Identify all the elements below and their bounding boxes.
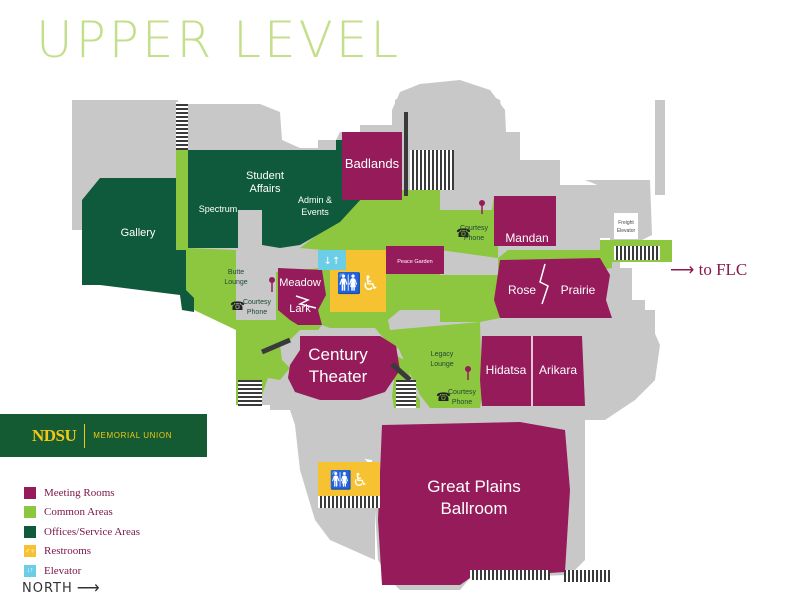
label-theater: Theater <box>309 367 368 386</box>
label-freight-elevator: Elevator <box>617 228 636 234</box>
page-title: UPPER LEVEL <box>36 11 402 69</box>
legend-item: ↓↑ Elevator <box>24 561 140 581</box>
meadow-lark-room <box>278 268 326 325</box>
label-courtesy-3: Courtesy <box>448 389 477 396</box>
label-student: Student <box>246 170 284 182</box>
label-freight: Freight <box>618 220 634 226</box>
legend: Meeting Rooms Common Areas Offices/Servi… <box>24 483 140 581</box>
legend-item: ♂♀ Restrooms <box>24 542 140 562</box>
to-flc-label: ⟶ to FLC <box>670 260 748 279</box>
stairs <box>176 102 660 582</box>
phone-icon: ☎ <box>436 390 451 404</box>
label-phone-1: Phone <box>464 235 484 242</box>
restroom-icon: 🚻♿ <box>337 271 380 295</box>
north-label: NORTH <box>22 581 73 596</box>
label-phone-3: Phone <box>452 399 472 406</box>
north-arrow-icon: ⟶ <box>76 579 100 597</box>
label-butte-lounge: Lounge <box>224 279 247 286</box>
legend-label: Elevator <box>44 564 82 577</box>
label-badlands: Badlands <box>345 156 400 171</box>
label-prairie: Prairie <box>561 283 596 297</box>
label-gallery: Gallery <box>121 227 156 239</box>
rotunda <box>395 85 505 130</box>
legend-swatch-office <box>24 525 36 538</box>
mandan-room <box>494 196 556 246</box>
legend-item: Meeting Rooms <box>24 483 140 503</box>
ndsu-subtitle: MEMORIAL UNION <box>93 431 173 440</box>
north-indicator: NORTH ⟶ <box>22 579 100 597</box>
phone-icon: ☎ <box>456 226 471 240</box>
label-ballroom: Ballroom <box>440 499 507 518</box>
legend-label: Restrooms <box>44 545 92 558</box>
ndsu-banner: NDSU MEMORIAL UNION <box>0 414 207 457</box>
label-legacy-lounge: Lounge <box>430 361 453 368</box>
label-peace-garden: Peace Garden <box>397 259 432 265</box>
elevator-icon: ↓↑ <box>324 256 341 267</box>
label-century: Century <box>308 345 368 364</box>
legend-label: Offices/Service Areas <box>44 525 141 538</box>
label-admin: Admin & <box>298 195 332 205</box>
peace-garden-room <box>386 246 444 274</box>
banner-divider <box>84 423 86 448</box>
badlands-room <box>342 132 402 200</box>
phone-pins <box>269 200 485 380</box>
label-affairs: Affairs <box>250 183 281 195</box>
legend-swatch-meeting <box>24 486 36 499</box>
restroom-icon: ♂♀ <box>24 545 36 558</box>
label-courtesy-1: Courtesy <box>460 225 489 232</box>
label-arikara: Arikara <box>539 363 577 377</box>
label-phone-2: Phone <box>247 309 267 316</box>
legend-label: Meeting Rooms <box>44 486 115 499</box>
legend-label: Common Areas <box>44 506 113 519</box>
restroom-lower <box>318 462 380 496</box>
meeting-rooms <box>278 132 612 585</box>
label-events: Events <box>301 207 329 217</box>
label-spectrum: Spectrum <box>199 204 238 214</box>
great-plains-room <box>378 422 570 585</box>
label-rose: Rose <box>508 283 536 297</box>
elevator-icon: ↓↑ <box>24 564 36 577</box>
legend-item: Common Areas <box>24 503 140 523</box>
label-butte: Butte <box>228 269 244 276</box>
label-great-plains: Great Plains <box>427 477 521 496</box>
rose-prairie-room <box>494 258 612 318</box>
ndsu-logo: NDSU <box>32 425 77 445</box>
freight-elevator <box>614 213 638 239</box>
legend-swatch-common <box>24 506 36 519</box>
label-meadow: Meadow <box>279 277 321 289</box>
label-mandan: Mandan <box>505 231 548 245</box>
to-flc-text: to FLC <box>698 260 748 279</box>
century-theater-room <box>288 336 400 400</box>
office-areas <box>82 140 362 312</box>
phone-icon: ☎ <box>230 299 245 313</box>
label-hidatsa: Hidatsa <box>486 363 527 377</box>
label-legacy: Legacy <box>431 351 454 358</box>
label-lark: Lark <box>289 303 311 315</box>
elevator <box>318 250 346 270</box>
legend-item: Offices/Service Areas <box>24 522 140 542</box>
restroom-icon: 🚻♿ <box>330 469 369 491</box>
label-courtesy-2: Courtesy <box>243 299 272 306</box>
